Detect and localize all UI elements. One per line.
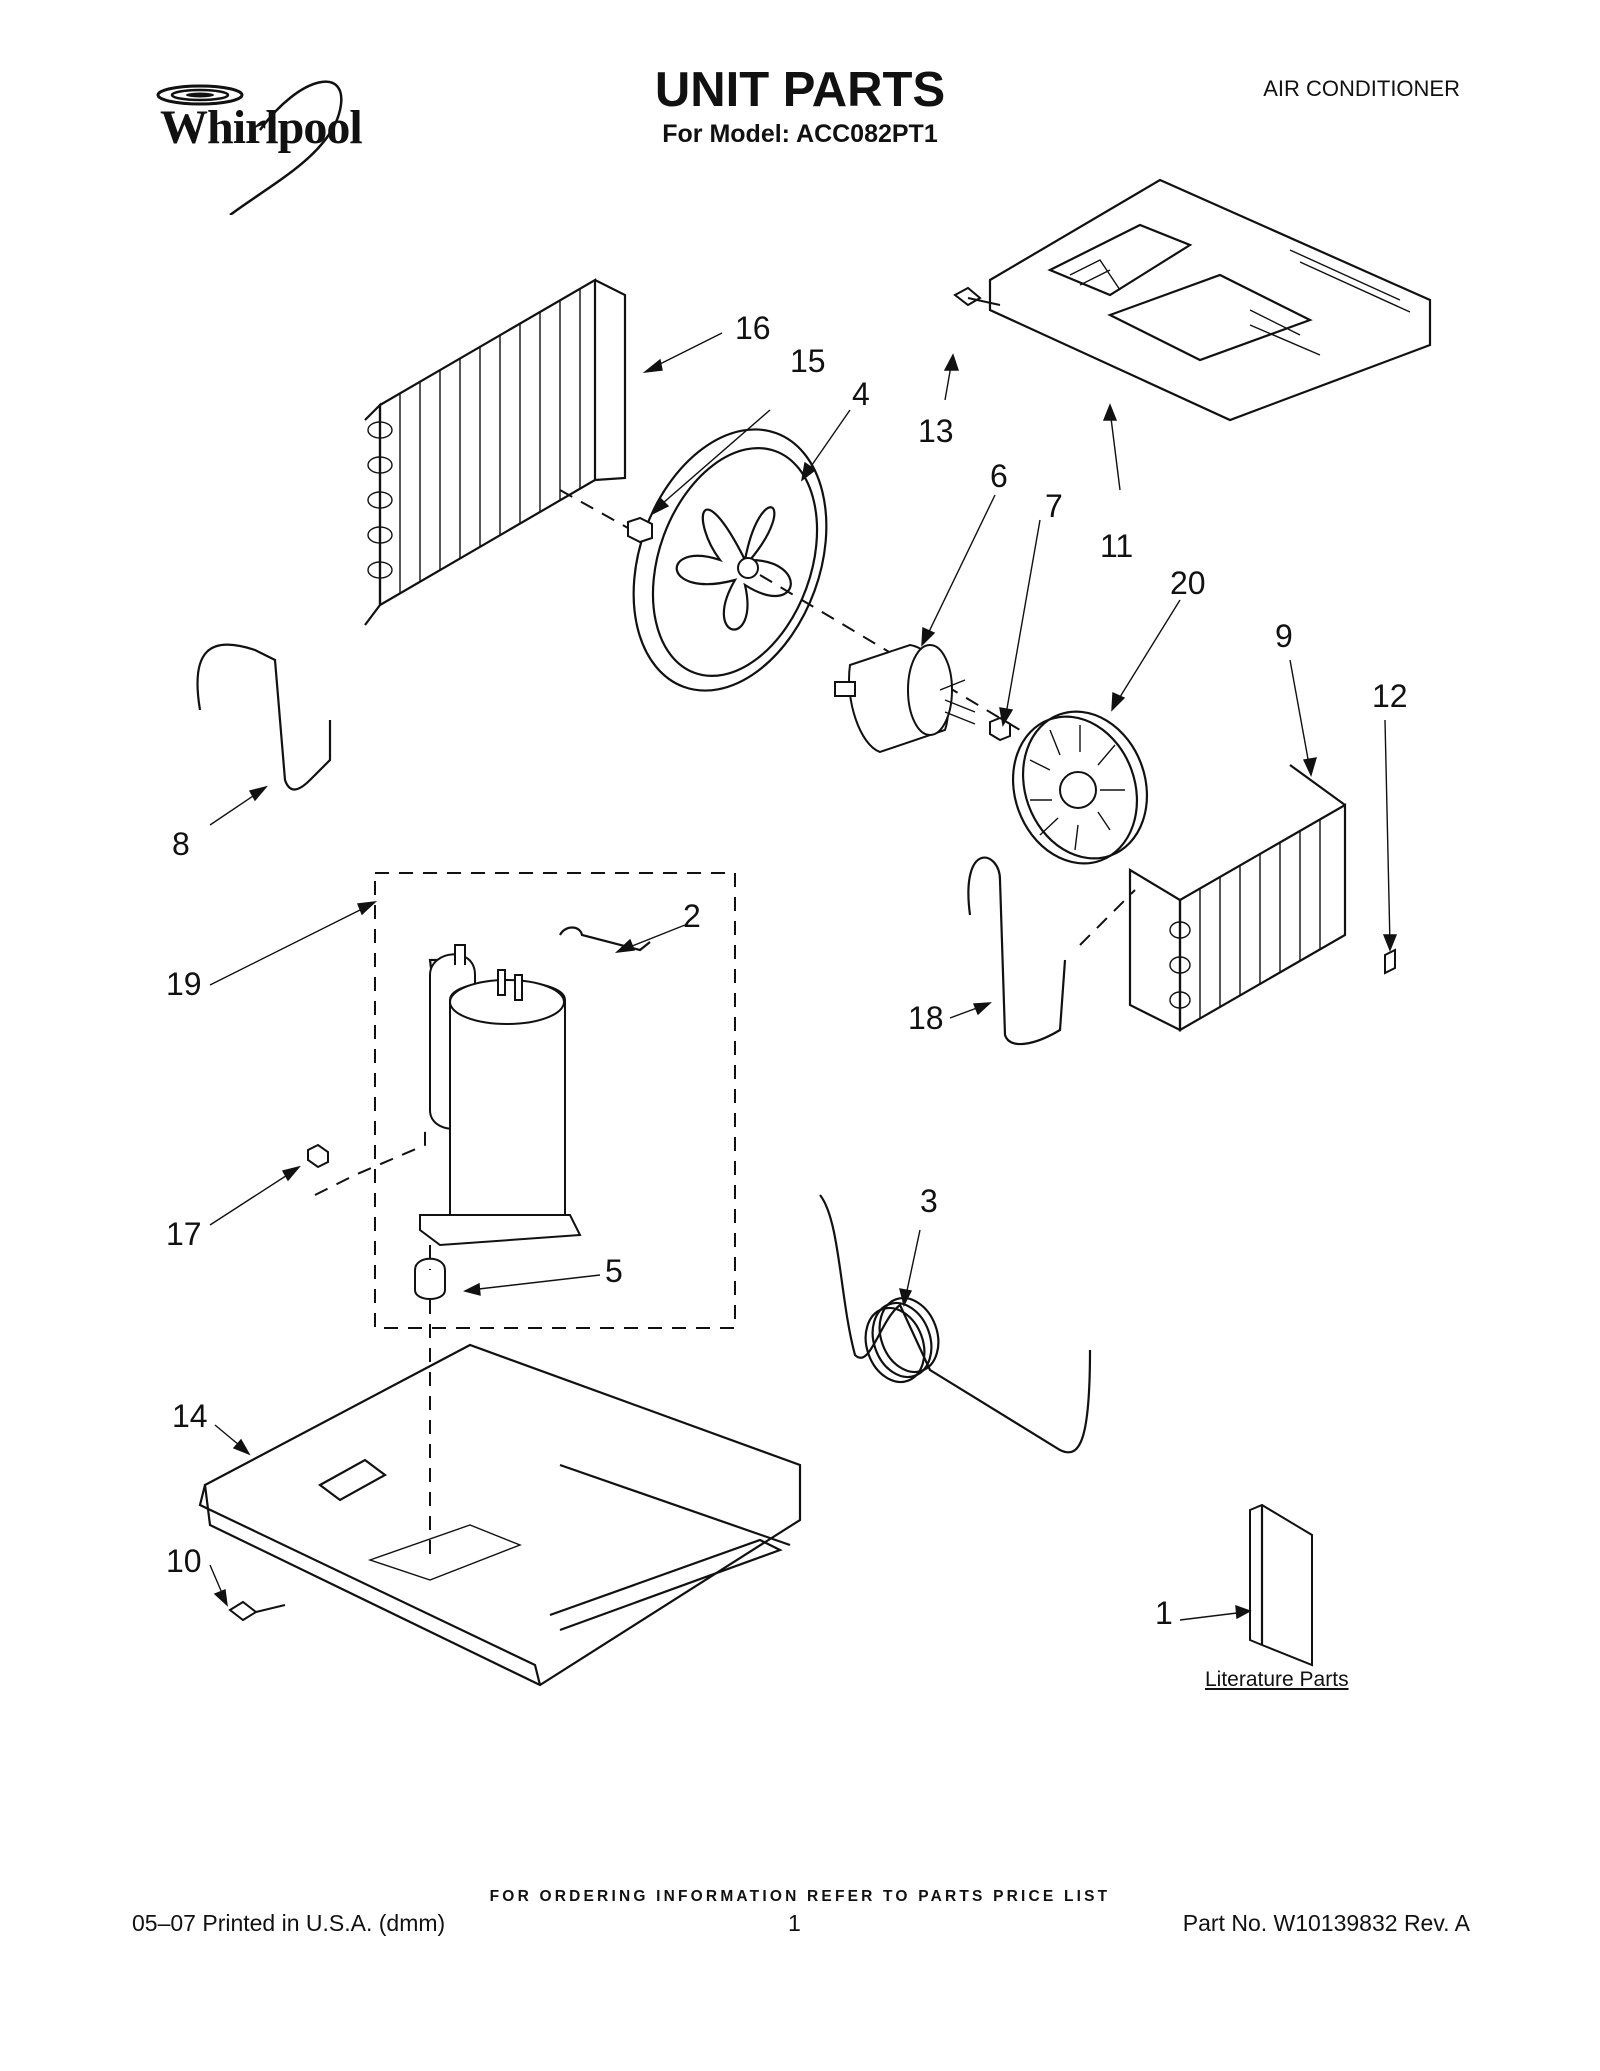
- blower-nut: [989, 716, 1011, 742]
- leader-arrows: [209, 332, 1398, 1621]
- nut-guide-line: [314, 1125, 426, 1196]
- callout-11: 11: [1100, 528, 1134, 564]
- callout-6: 6: [990, 458, 1008, 494]
- fan-blade: [632, 428, 828, 692]
- callout-9: 9: [1275, 618, 1293, 654]
- base-pan: [198, 1343, 802, 1687]
- ordering-note: FOR ORDERING INFORMATION REFER TO PARTS …: [489, 1888, 1111, 1905]
- condenser-coil: [364, 278, 627, 626]
- evaporator-coil: [1079, 764, 1347, 1032]
- thermistor-clip: [1384, 948, 1396, 975]
- brand-wordmark: Whirlpool: [160, 101, 363, 154]
- blower-wheel: [1011, 710, 1149, 865]
- compressor: [419, 944, 582, 1247]
- page-title: UNIT PARTS: [654, 63, 946, 117]
- rubber-grommet: [414, 1257, 446, 1300]
- compressor-nut: [307, 1143, 329, 1169]
- callout-5: 5: [605, 1253, 623, 1289]
- callout-12: 12: [1372, 678, 1408, 714]
- model-subtitle: For Model: ACC082PT1: [662, 120, 938, 148]
- callout-14: 14: [172, 1398, 208, 1434]
- callout-8: 8: [172, 826, 190, 862]
- callout-10: 10: [166, 1543, 202, 1579]
- callout-15: 15: [790, 343, 826, 379]
- page-number: 1: [788, 1910, 801, 1936]
- callout-19: 19: [166, 966, 202, 1002]
- literature-booklet: [1249, 1503, 1313, 1667]
- product-category: AIR CONDITIONER: [1263, 76, 1460, 101]
- compressor-assembly-box: [374, 872, 736, 1329]
- callout-3: 3: [920, 1183, 938, 1219]
- whirlpool-logo: [156, 80, 343, 215]
- callout-17: 17: [166, 1216, 202, 1252]
- callout-2: 2: [683, 898, 701, 934]
- callout-18: 18: [908, 1000, 944, 1036]
- print-info: 05–07 Printed in U.S.A. (dmm): [132, 1910, 446, 1936]
- cover-screw: [953, 286, 1001, 307]
- capillary-tube: [819, 1194, 1092, 1454]
- overload-protector: [559, 926, 651, 952]
- drain-tube: [196, 643, 332, 791]
- callout-7: 7: [1045, 488, 1063, 524]
- part-number: Part No. W10139832 Rev. A: [1182, 1910, 1470, 1936]
- callout-1: 1: [1155, 1595, 1173, 1631]
- callout-4: 4: [852, 376, 870, 412]
- fan-motor: [834, 643, 976, 754]
- base-screw: [228, 1600, 286, 1622]
- top-cover: [988, 178, 1432, 422]
- callout-16: 16: [735, 310, 771, 346]
- callout-13: 13: [918, 413, 954, 449]
- callout-20: 20: [1170, 565, 1206, 601]
- literature-parts-label: Literature Parts: [1205, 1668, 1349, 1691]
- connecting-tube: [967, 856, 1067, 1046]
